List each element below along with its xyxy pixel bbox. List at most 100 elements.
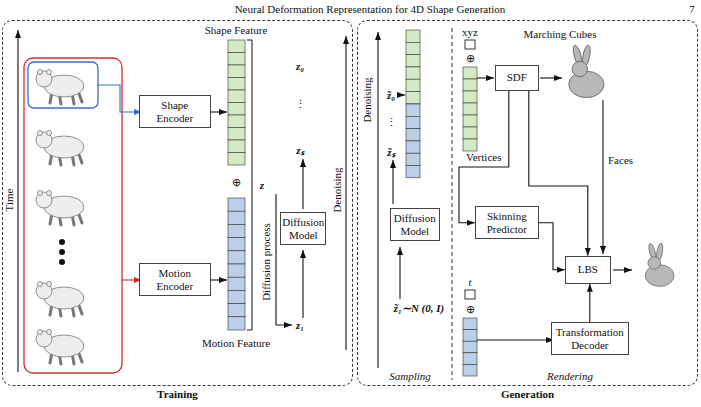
feature-cell [228,40,245,53]
box-label: SDF [507,71,527,84]
figure-label: z₀ [296,60,304,72]
bear-ear [47,330,52,335]
bracket [247,40,252,330]
shape-arrow [98,85,142,112]
feature-cell [228,224,245,237]
panel: GenerationDiffusion ModelSDFSkinning Pre… [357,20,698,386]
figure-label: Denoising [331,167,343,212]
feature-cell [406,104,420,116]
ellipsis-dot [59,249,65,255]
bear-ear [38,131,43,136]
feature-cell [463,330,477,342]
bunny-body [645,265,674,287]
time-arrow [17,30,18,372]
arrow [398,94,405,95]
bear-ear [47,282,52,287]
feature-cell [228,264,245,277]
arrow [613,269,632,270]
figure-label: ⊕ [466,303,475,315]
bear-frame [36,131,84,166]
arrow [302,159,303,209]
figure-label: Denoising [361,77,373,122]
feature-cell [406,129,420,141]
arrow [540,77,562,78]
feature-cell [406,30,420,42]
feature-cell [406,92,420,104]
bear-frame [36,191,84,226]
bear-frame [36,330,84,365]
box-label: Skinning Predictor [480,210,534,235]
feature-cell [406,55,420,67]
bear-ear [38,330,43,335]
box-label: Transformation Decoder [556,326,624,351]
bear-frame [36,70,84,105]
bear-ear [38,282,43,287]
figure-label: ⋮ [386,116,397,128]
box-label: Motion Encoder [144,267,206,292]
box-label: Shape Encoder [144,99,206,124]
process-box: SDF [495,65,539,91]
feature-cell [228,317,245,330]
bear-ear [47,70,52,75]
feature-cell [463,67,477,79]
feature-cell [463,127,477,139]
panel-heading: Training [3,388,352,400]
bunny-mesh [569,44,604,97]
bear-ear [47,191,52,196]
feature-cell [463,139,477,151]
figure-label: Shape Feature [205,24,268,36]
box-label: Diffusion Model [282,216,324,241]
figure-label: ⋮ [295,98,306,110]
process-box: Shape Encoder [139,95,211,128]
denoising-arrow [377,32,378,368]
panel: TrainingShape EncoderMotion EncoderDiffu… [2,20,353,386]
figure-label: z [260,179,264,191]
process-box: LBS [565,256,611,284]
separator [452,28,453,380]
bunny-mesh [645,243,674,287]
feature-cell [406,79,420,91]
t-cell [465,290,475,299]
feature-cell [406,42,420,54]
feature-cell [228,90,245,103]
arrow [302,250,303,318]
denoising-arrow [345,36,346,350]
panel-heading: Generation [358,388,697,400]
feature-cell [228,277,245,290]
xyz-cell [465,40,475,49]
feature-cell [228,238,245,251]
figure-label: Time [3,189,15,212]
process-box: Skinning Predictor [475,206,539,239]
feature-cell [228,53,245,66]
feature-cell [406,141,420,153]
process-box: Diffusion Model [390,208,440,241]
feature-cell [228,78,245,91]
bunny-head [572,61,587,76]
first-frame-outline [28,62,98,108]
bear-ear [38,70,43,75]
figure-label: z̃₀ [387,89,395,101]
feature-cell [463,91,477,103]
box-label: Diffusion Model [394,212,436,237]
bunny-head [648,257,661,270]
bear-frame [36,282,84,317]
figure-label: xyz [462,26,478,38]
figure-label: Diffusion process [260,223,272,301]
box-label: LBS [578,263,598,276]
figure-label: ⊕ [232,176,241,188]
connector [459,91,509,223]
connector [539,223,565,270]
feature-cell [228,290,245,303]
feature-cell [463,341,477,353]
arrow [477,339,554,340]
feature-cell [406,116,420,128]
figure-label: 7 [689,3,695,15]
bear-ear [47,131,52,136]
figure-label: Neural Deformation Representation for 4D… [235,3,506,15]
figure-label: z̃₁∼N (0, I) [394,302,444,314]
feature-cell [463,115,477,127]
feature-cell [463,103,477,115]
arrow [399,247,400,299]
feature-cell [228,251,245,264]
bear-ear [38,191,43,196]
